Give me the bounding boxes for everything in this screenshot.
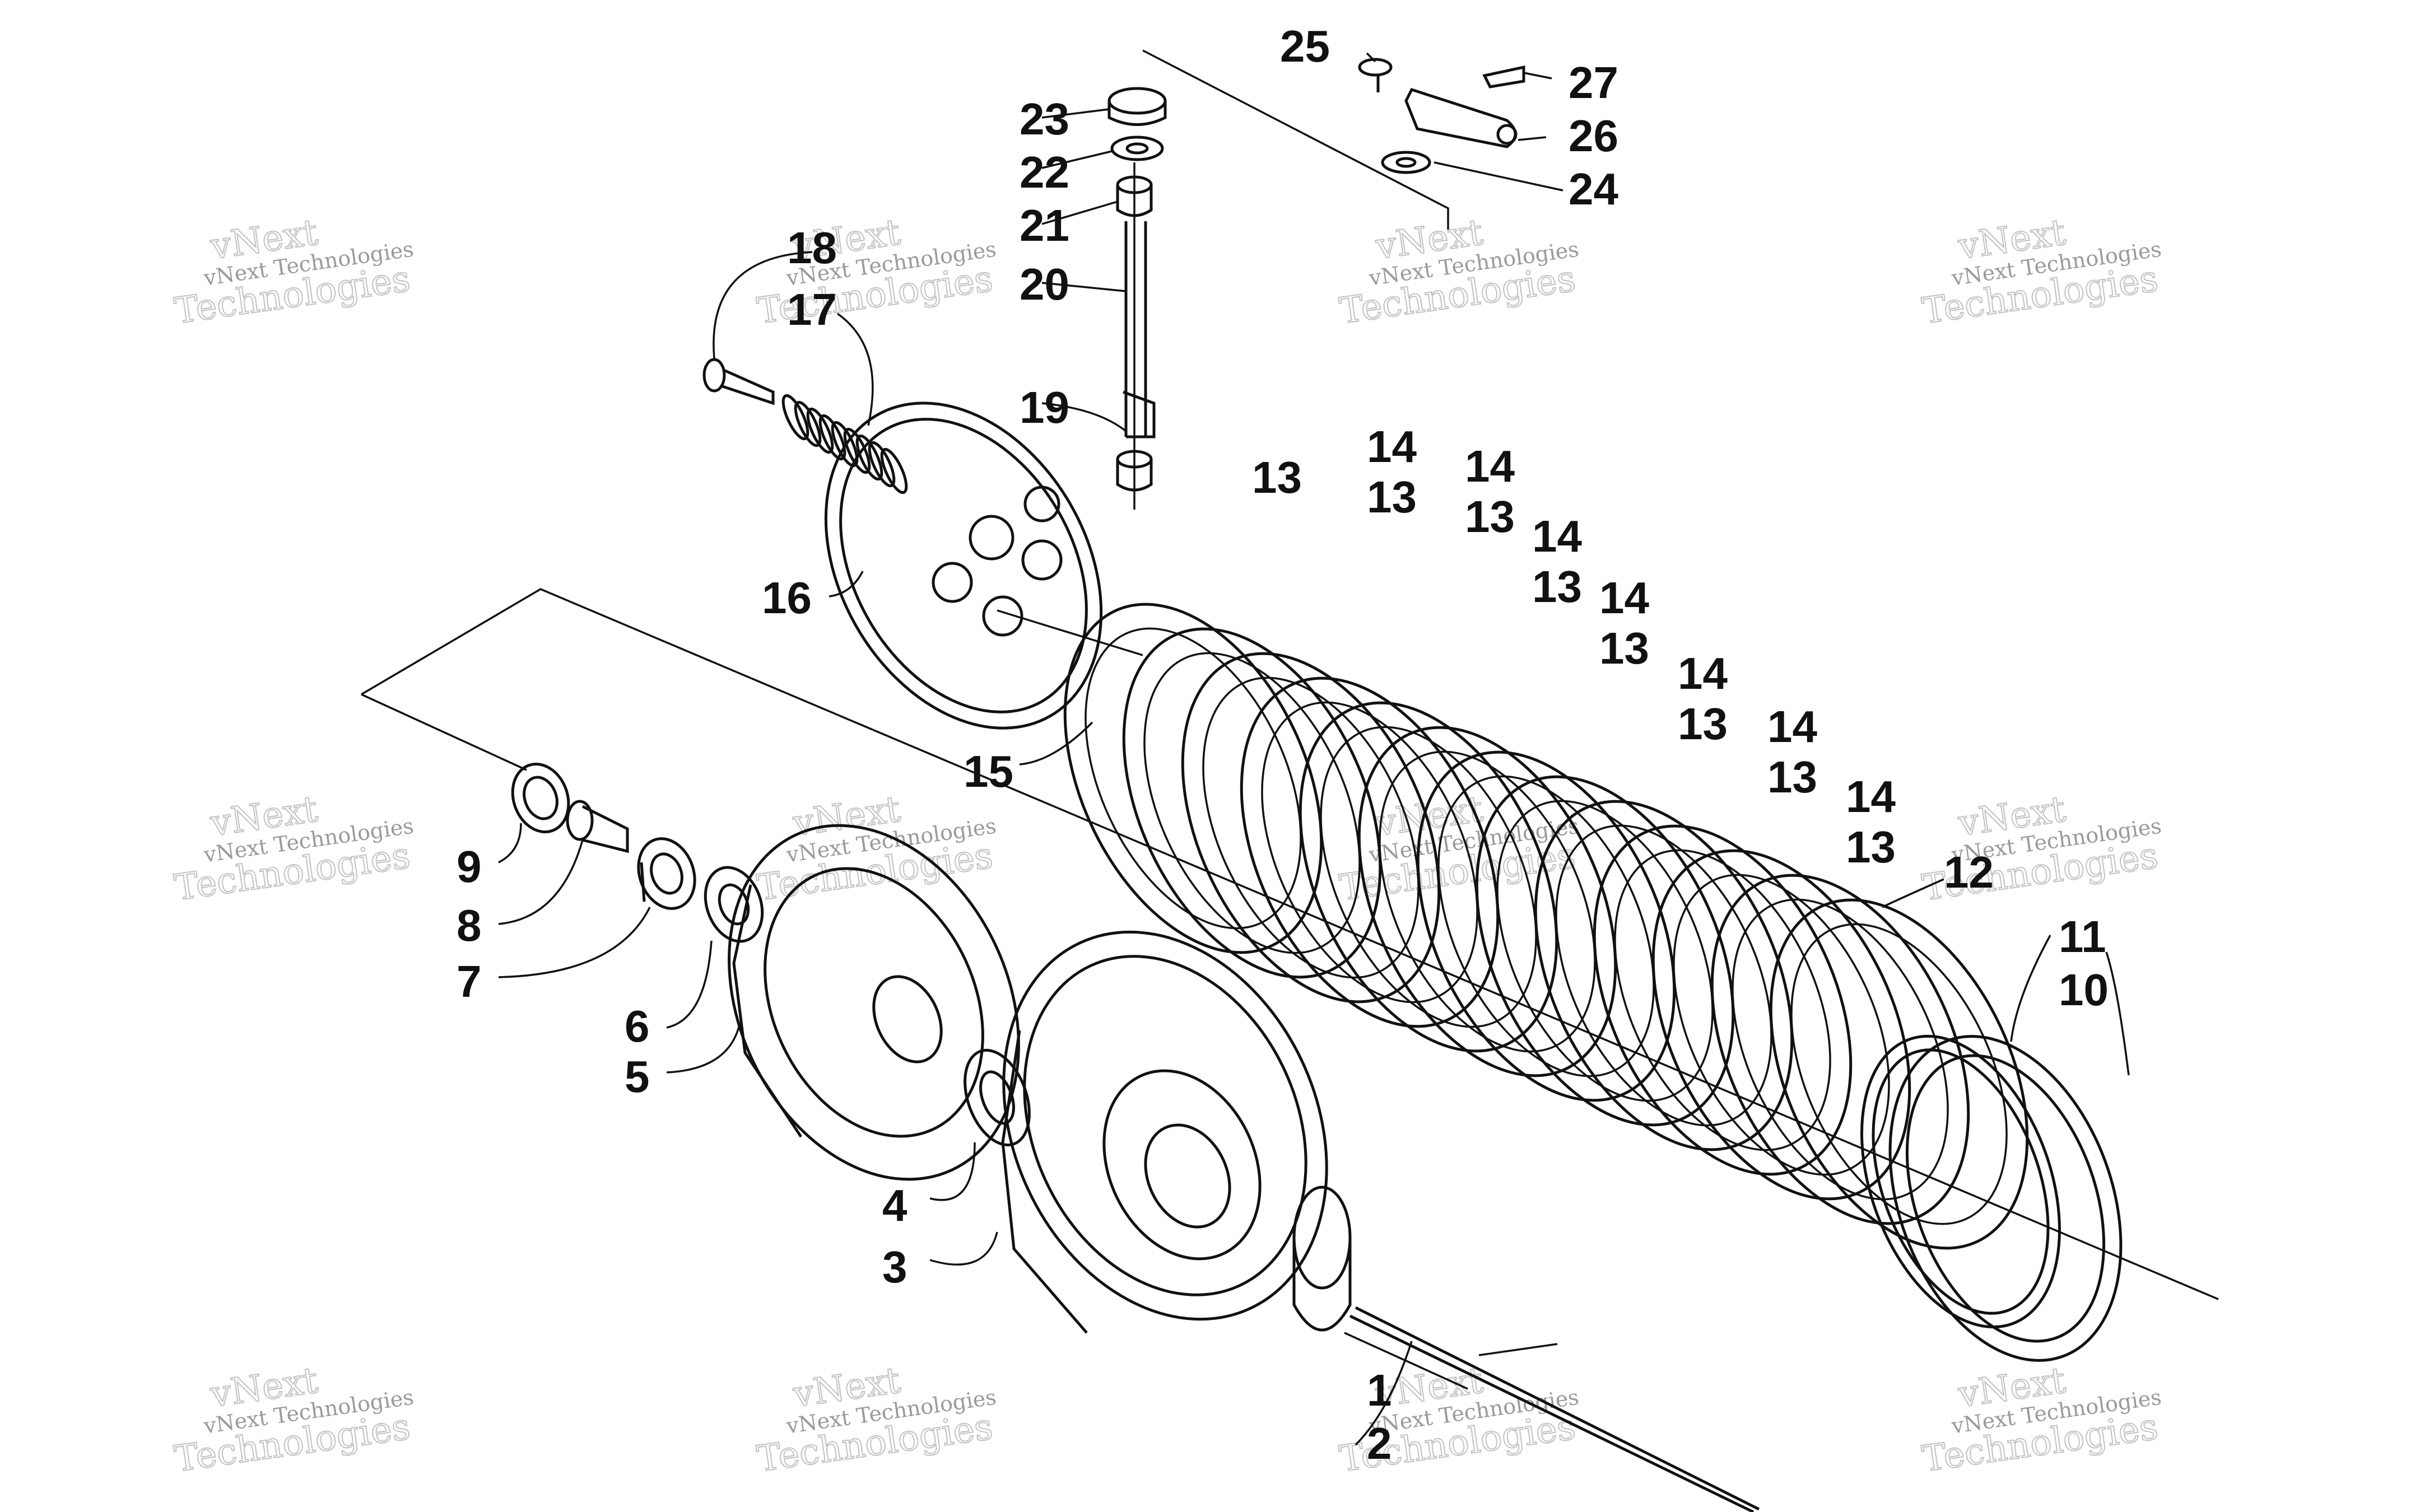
clutch-plate [1769, 898, 2029, 1250]
callout-27: 27 [1569, 58, 1618, 108]
clutch-plate [1651, 849, 1911, 1201]
spring-coil [781, 394, 809, 441]
plate-callouts: 13 14 13 14 13 14 13 14 13 14 13 14 13 1… [1252, 422, 1896, 872]
callout-11: 11 [2059, 912, 2106, 962]
clutch-plate [1299, 701, 1558, 1053]
spring-coil [855, 434, 883, 481]
part-8-pin [566, 800, 629, 853]
part-2-sleeve [1292, 1186, 1352, 1332]
callout-24: 24 [1569, 164, 1618, 214]
callout-26: 26 [1569, 111, 1618, 161]
clutch-plate [1122, 627, 1382, 979]
part-24-27-lever-group [1358, 58, 1525, 174]
clutch-plate [1240, 676, 1500, 1028]
spring-coil [868, 441, 896, 488]
part-7-nut [637, 837, 696, 910]
clutch-plate [1710, 874, 1970, 1225]
part-18-bolt [702, 358, 775, 405]
part-10-11-rings [1860, 1034, 2123, 1362]
part-5-clutch-hub [728, 824, 1020, 1181]
clutch-plate [1416, 750, 1676, 1102]
callout-16: 16 [762, 573, 812, 623]
callout-8: 8 [457, 900, 482, 950]
callout-18: 18 [787, 223, 837, 273]
callout-6: 6 [625, 1001, 650, 1051]
callout-13: 13 [1532, 562, 1582, 612]
callout-14: 14 [1599, 573, 1649, 623]
part-16-pressure-plate [824, 402, 1103, 730]
spring-coil [880, 447, 908, 494]
callout-13: 13 [1367, 472, 1417, 522]
clutch-plate [1475, 775, 1735, 1127]
callout-7: 7 [457, 956, 482, 1006]
callout-labels: 1 2 3 4 5 6 7 8 9 10 11 12 15 16 17 18 1… [457, 21, 2109, 1468]
callout-25: 25 [1280, 21, 1330, 71]
spring-coil [818, 414, 846, 461]
callout-14: 14 [1767, 702, 1817, 752]
callout-5: 5 [625, 1052, 650, 1102]
callout-9: 9 [457, 842, 482, 892]
part-17-spring [781, 394, 908, 494]
spring-coil [843, 427, 871, 474]
callout-13: 13 [1252, 452, 1302, 502]
part-4-washer [964, 1048, 1031, 1147]
callout-1: 1 [1367, 1365, 1392, 1415]
callout-23: 23 [1020, 94, 1069, 144]
part-6-lock-washer [704, 866, 764, 943]
callout-4: 4 [882, 1180, 908, 1230]
callout-15: 15 [964, 746, 1013, 796]
spring-coil [806, 407, 834, 454]
leader-lines [498, 52, 2130, 1446]
callout-13: 13 [1599, 623, 1649, 673]
clutch-plate [1534, 800, 1794, 1151]
callout-19: 19 [1020, 382, 1069, 432]
callout-3: 3 [882, 1242, 908, 1292]
part-1-push-rod [1349, 1306, 1760, 1512]
callout-13: 13 [1846, 822, 1896, 872]
clutch-plate [1593, 824, 1853, 1176]
callout-14: 14 [1367, 422, 1417, 472]
spring-coil [794, 400, 822, 447]
callout-14: 14 [1532, 511, 1582, 561]
clutch-plate [1063, 603, 1323, 954]
clutch-plate [1181, 652, 1441, 1004]
spring-coil [831, 421, 859, 468]
callout-14: 14 [1846, 772, 1896, 822]
callout-22: 22 [1020, 147, 1069, 197]
clutch-plate [1357, 726, 1617, 1077]
callout-20: 20 [1020, 259, 1069, 309]
callout-12: 12 [1944, 847, 1994, 897]
callout-13: 13 [1678, 699, 1728, 749]
part-19-23-shaft-column [1107, 87, 1167, 492]
clutch-plate-stack [1063, 603, 2029, 1250]
callout-21: 21 [1020, 200, 1069, 250]
callout-10: 10 [2059, 965, 2109, 1015]
callout-14: 14 [1678, 648, 1728, 698]
callout-17: 17 [787, 284, 837, 334]
callout-13: 13 [1767, 752, 1817, 802]
part-3-clutch-housing [1001, 930, 1328, 1334]
callout-14: 14 [1465, 441, 1515, 491]
callout-2: 2 [1367, 1418, 1392, 1468]
callout-13: 13 [1465, 492, 1515, 542]
part-9-bearing [511, 762, 570, 834]
